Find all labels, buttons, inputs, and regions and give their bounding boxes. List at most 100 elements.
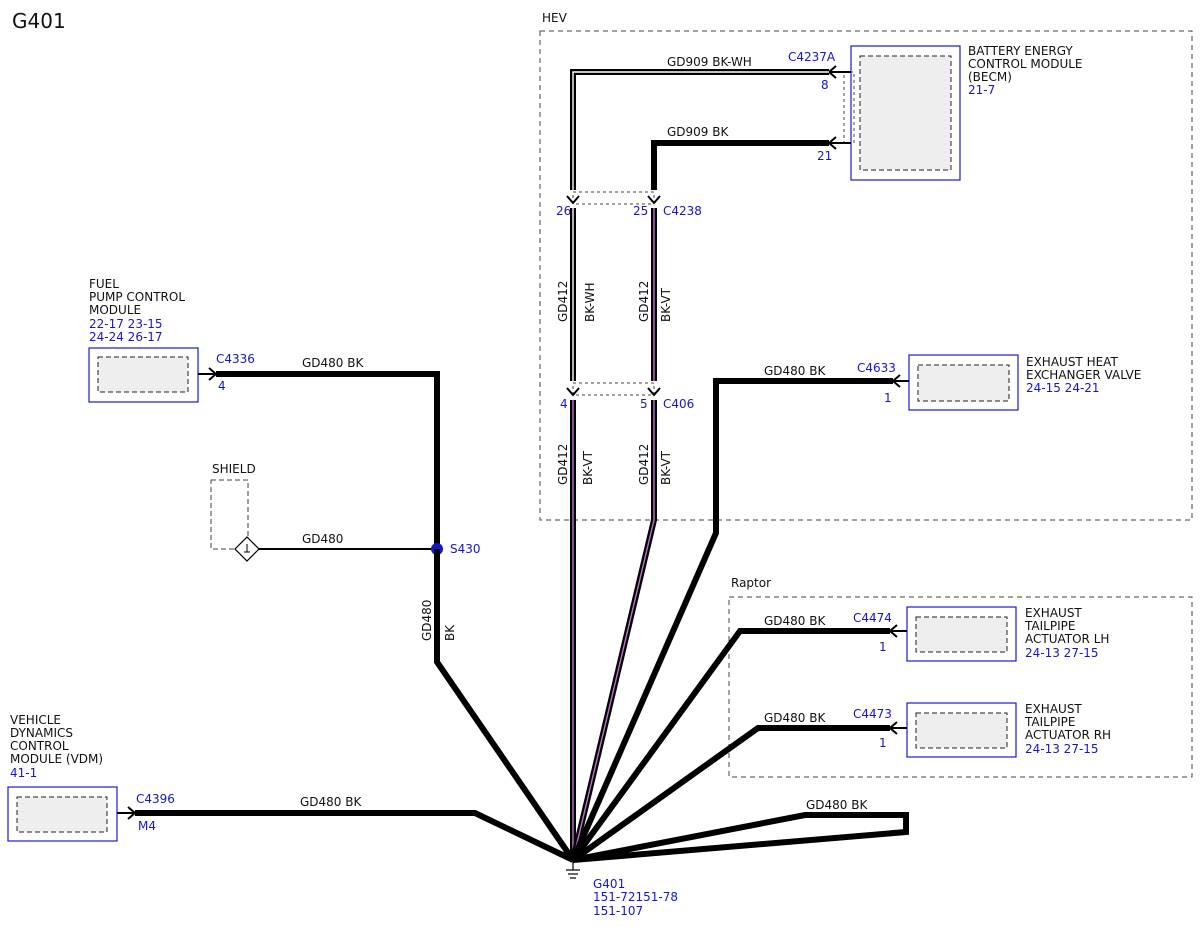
vdm-pin-m4: M4 [138,819,156,833]
tailpipe-rh-name-line1: EXHAUST [1025,702,1082,716]
tailpipe-lh-module[interactable] [906,606,1017,662]
ground-g401-symbol-icon [566,860,580,879]
wire-label-gd480-vdm: GD480 BK [300,795,362,809]
c4238-label: C4238 [663,204,702,218]
vdm-module[interactable] [7,786,118,842]
raptor-group-frame [728,596,1193,778]
exhaust-heat-name-line1: EXHAUST HEAT [1026,355,1118,369]
ground-g401-ref-1: 151-72151-78 [593,890,678,904]
tailpipe-lh-name-line2: TAILPIPE [1024,619,1075,633]
c4238-connector-shell [572,191,655,205]
c406-connector-shell [572,382,655,396]
exhaust-heat-pin-arrow-icon [891,374,909,388]
c406-pin-5-arrow-icon [647,387,661,397]
wire-label-bk-vt-b: BK-VT [581,450,595,485]
wire-label-gd480-tailpipe-rh: GD480 BK [764,711,826,725]
fuel-pump-name-line2: PUMP CONTROL [89,290,185,304]
vdm-connector-label: C4396 [136,792,175,806]
wire-label-gd480-exhaust-heat: GD480 BK [764,364,826,378]
raptor-group-label: Raptor [731,576,771,590]
shield-label: SHIELD [212,462,256,476]
shield-ground-symbol-icon [244,544,250,553]
exhaust-heat-valve-module[interactable] [908,354,1019,411]
fuel-pump-reference-1: 22-17 23-15 [89,317,163,331]
becm-name-line1: BATTERY ENERGY [968,44,1073,58]
tailpipe-rh-name-line3: ACTUATOR RH [1025,728,1111,742]
vdm-name-line2: DYNAMICS [10,726,73,740]
fuel-pump-reference-2: 24-24 26-17 [89,330,163,344]
c406-label: C406 [663,397,694,411]
becm-connector-label: C4237A [788,50,836,64]
wire-label-gd412-c: GD412 [556,444,570,485]
tailpipe-lh-pin-1: 1 [879,640,887,654]
vdm-reference: 41-1 [10,766,37,780]
wire-gd480-trunk [434,549,576,862]
tailpipe-rh-pin-arrow-icon [888,721,907,735]
ground-g401-ref-2: 151-107 [593,904,643,918]
wire-label-gd480-loop: GD480 BK [806,798,868,812]
exhaust-heat-pin-1: 1 [884,391,892,405]
wire-gd480-fuel-pump [216,371,440,549]
c4238-pin-25-arrow-icon [647,195,661,205]
hev-group-frame [539,30,1193,521]
wire-gd480-vdm [135,810,575,863]
wire-label-gd480-tailpipe-lh: GD480 BK [764,614,826,628]
fuel-pump-pin-4: 4 [218,379,226,393]
vdm-name-line3: CONTROL [10,739,69,753]
fuel-pump-pin-arrow-icon [198,367,218,381]
tailpipe-lh-name-line3: ACTUATOR LH [1025,632,1109,646]
becm-pin-21-arrow-icon [827,136,851,150]
becm-reference: 21-7 [968,83,995,97]
becm-pin-8-arrow-icon [827,65,851,79]
wire-label-gd412-b: GD412 [637,281,651,322]
wire-label-bk-vt-a: BK-VT [659,287,673,322]
wire-label-gd909-bk-wh: GD909 BK-WH [667,55,752,69]
tailpipe-lh-pin-arrow-icon [888,624,907,638]
becm-name-line2: CONTROL MODULE [968,57,1083,71]
wire-label-bk-trunk: BK [443,624,457,641]
exhaust-heat-name-line2: EXCHANGER VALVE [1026,368,1141,382]
splice-s430-label: S430 [450,542,481,556]
fuel-pump-name-line3: MODULE [89,303,141,317]
hev-group-label: HEV [542,11,568,25]
c4238-pin-26-arrow-icon [566,195,580,205]
wire-label-gd412-d: GD412 [637,444,651,485]
tailpipe-rh-reference: 24-13 27-15 [1025,742,1099,756]
tailpipe-lh-name-line1: EXHAUST [1025,606,1082,620]
wire-label-gd412-a: GD412 [556,281,570,322]
shield-outline [210,479,249,550]
becm-module[interactable] [850,45,961,181]
wire-label-gd480-trunk: GD480 [420,600,434,641]
wire-gd909-bk-wh-stripe [572,71,829,190]
vdm-name-line1: VEHICLE [10,713,61,727]
c406-pin-4: 4 [560,397,568,411]
wire-label-gd909-bk: GD909 BK [667,125,729,139]
becm-pin-8: 8 [821,78,829,92]
tailpipe-lh-connector-label: C4474 [853,611,892,625]
c406-pin-5: 5 [640,397,648,411]
vdm-pin-arrow-icon [117,806,137,820]
c4238-pin-26: 26 [556,204,571,218]
fuel-pump-name-line1: FUEL [89,277,119,291]
wire-label-gd480-shield: GD480 [302,532,343,546]
fuel-pump-module[interactable] [88,347,199,403]
tailpipe-rh-pin-1: 1 [879,736,887,750]
fuel-pump-connector-label: C4336 [216,352,255,366]
exhaust-heat-connector-label: C4633 [857,361,896,375]
wire-label-bk-vt-c: BK-VT [659,450,673,485]
wire-gd480-loop [572,812,909,863]
wire-gd412-bk-vt-lower-b-stripe [572,400,655,861]
c4238-pin-25: 25 [633,204,648,218]
tailpipe-lh-reference: 24-13 27-15 [1025,646,1099,660]
tailpipe-rh-connector-label: C4473 [853,707,892,721]
wire-label-bk-wh: BK-WH [583,282,597,322]
wire-gd480-exhaust-heat [570,378,893,862]
tailpipe-rh-module[interactable] [906,702,1017,758]
exhaust-heat-reference: 24-15 24-21 [1026,381,1100,395]
wire-gd909-bk [651,140,829,190]
becm-pin-21: 21 [817,149,832,163]
becm-name-line3: (BECM) [968,70,1012,84]
wire-gd480-tailpipe-rh [571,725,890,863]
wire-label-gd480-fuel-pump: GD480 BK [302,356,364,370]
